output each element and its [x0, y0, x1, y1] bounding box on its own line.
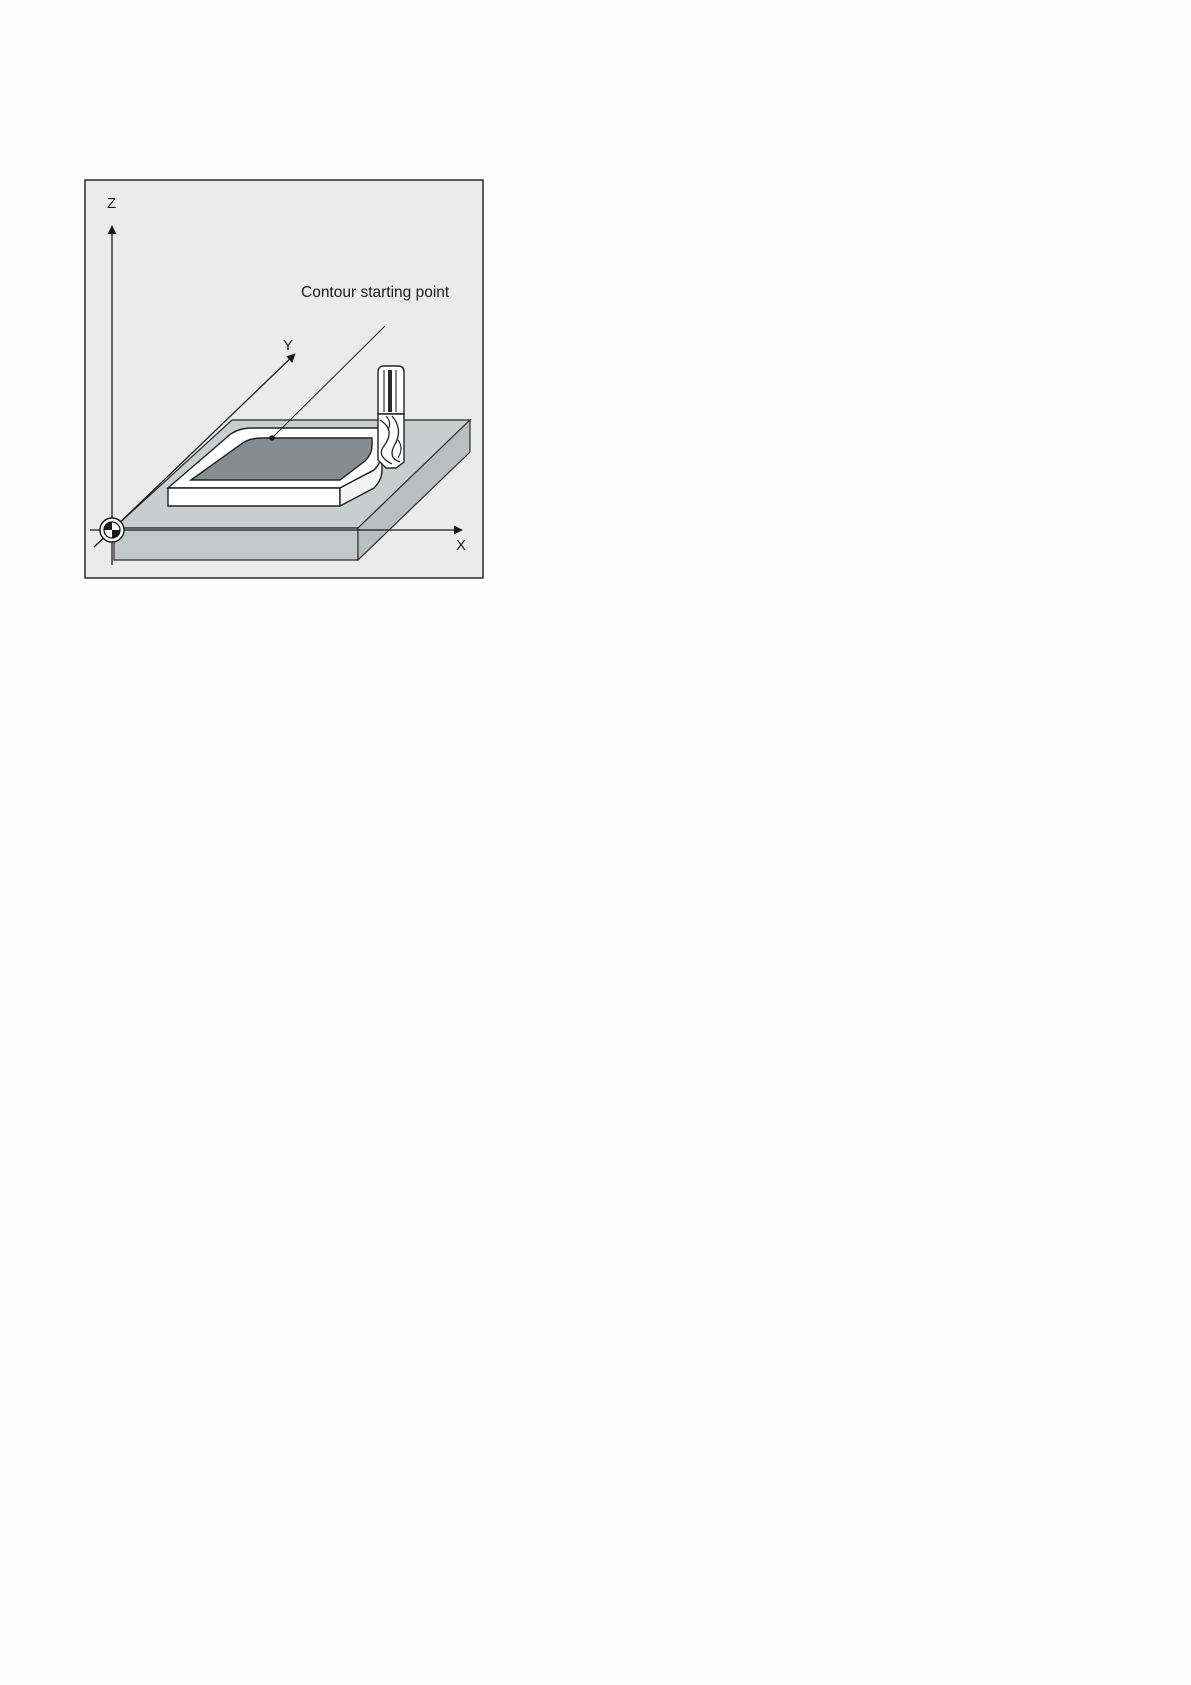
origin-icon: [100, 518, 124, 542]
z-axis-label: Z: [107, 195, 116, 212]
y-axis-label: Y: [283, 337, 293, 354]
x-axis-label: X: [456, 537, 466, 554]
contour-start-point: [269, 435, 275, 441]
contour-start-label: Contour starting point: [301, 284, 450, 301]
milling-cutter: [378, 366, 404, 468]
